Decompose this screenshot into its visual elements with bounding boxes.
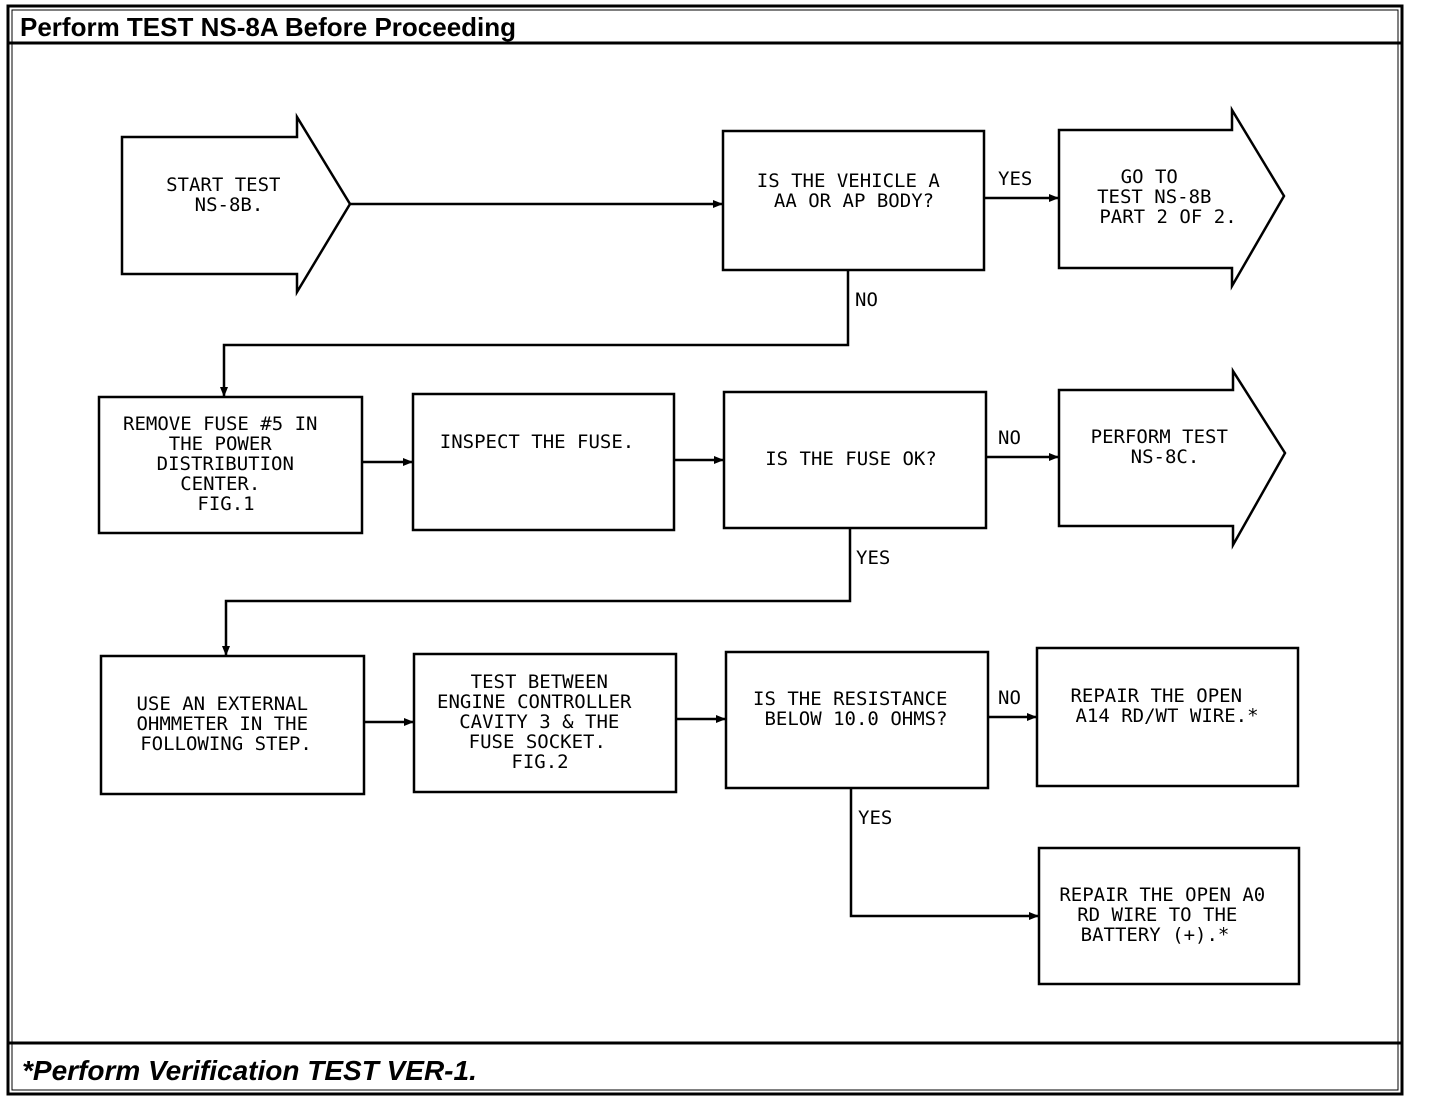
node-test-between: TEST BETWEEN ENGINE CONTROLLER CAVITY 3 …: [412, 652, 678, 794]
edge-q-res-yes: [849, 788, 1039, 920]
edge-label-fuse-yes: YES: [856, 547, 890, 569]
node-q-resistance: IS THE RESISTANCE BELOW 10.0 OHMS?: [724, 650, 990, 790]
node-goto-8b-text: GO TO TEST NS-8B PART 2 OF 2.: [1097, 166, 1237, 228]
node-goto-8b: GO TO TEST NS-8B PART 2 OF 2.: [1057, 105, 1286, 291]
node-q-body-text: IS THE VEHICLE A AA OR AP BODY?: [757, 170, 951, 212]
header-title: Perform TEST NS-8A Before Proceeding: [20, 12, 516, 42]
node-perform-8c-line-1: PERFORM TEST: [1091, 426, 1228, 448]
node-perform-8c-line-2: NS-8C.: [1131, 446, 1200, 468]
node-goto-8b-line-3: PART 2 OF 2.: [1099, 206, 1236, 228]
node-q-fuse-line-1: IS THE FUSE OK?: [765, 448, 937, 470]
node-perform-8c: PERFORM TEST NS-8C.: [1057, 366, 1287, 550]
node-inspect: INSPECT THE FUSE.: [411, 392, 676, 532]
node-start-line-2: NS-8B.: [195, 194, 264, 216]
node-ohmmeter-line-3: FOLLOWING STEP.: [140, 733, 312, 755]
node-test-between-line-5: FIG.2: [511, 751, 568, 773]
node-repair-a14-line-1: REPAIR THE OPEN: [1070, 685, 1242, 707]
node-inspect-text: INSPECT THE FUSE.: [440, 431, 634, 453]
node-repair-a0-text: REPAIR THE OPEN A0 RD WIRE TO THE BATTER…: [1059, 884, 1276, 946]
node-ohmmeter-line-2: OHMMETER IN THE: [136, 713, 308, 735]
edge-label-res-no: NO: [998, 687, 1021, 709]
edge-q-fuse-yes: [222, 528, 852, 656]
node-q-resistance-line-2: BELOW 10.0 OHMS?: [764, 708, 947, 730]
node-goto-8b-line-2: TEST NS-8B: [1097, 186, 1211, 208]
node-test-between-line-2: ENGINE CONTROLLER: [437, 691, 632, 713]
node-inspect-line-1: INSPECT THE FUSE.: [440, 431, 634, 453]
node-remove-fuse: REMOVE FUSE #5 IN THE POWER DISTRIBUTION…: [97, 395, 364, 535]
outer-border-inner: [11, 9, 1399, 1091]
node-q-fuse: IS THE FUSE OK?: [722, 390, 988, 530]
node-start: START TEST NS-8B.: [120, 112, 352, 297]
node-start-text: START TEST NS-8B.: [166, 174, 292, 216]
footer-note: *Perform Verification TEST VER-1.: [22, 1055, 477, 1086]
edge-label-res-yes: YES: [858, 807, 892, 829]
node-repair-a0-line-1: REPAIR THE OPEN A0: [1059, 884, 1265, 906]
node-repair-a14: REPAIR THE OPEN A14 RD/WT WIRE.*: [1035, 646, 1300, 788]
node-repair-a0: REPAIR THE OPEN A0 RD WIRE TO THE BATTER…: [1037, 846, 1301, 986]
node-q-fuse-text: IS THE FUSE OK?: [765, 448, 937, 470]
node-remove-fuse-line-1: REMOVE FUSE #5 IN: [123, 413, 317, 435]
node-remove-fuse-text: REMOVE FUSE #5 IN THE POWER DISTRIBUTION…: [123, 413, 329, 515]
node-remove-fuse-line-3: DISTRIBUTION: [157, 453, 294, 475]
edge-q-body-no: [220, 270, 850, 397]
edge-label-body-yes: YES: [998, 168, 1032, 190]
node-q-resistance-text: IS THE RESISTANCE BELOW 10.0 OHMS?: [753, 688, 959, 730]
node-ohmmeter-line-1: USE AN EXTERNAL: [136, 693, 308, 715]
node-remove-fuse-line-4: CENTER.: [180, 473, 260, 495]
node-q-resistance-line-1: IS THE RESISTANCE: [753, 688, 947, 710]
node-q-body: IS THE VEHICLE A AA OR AP BODY?: [721, 129, 986, 272]
outer-border: [6, 4, 1404, 1096]
node-repair-a0-line-2: RD WIRE TO THE: [1077, 904, 1237, 926]
node-test-between-line-4: FUSE SOCKET.: [469, 731, 606, 753]
node-repair-a14-line-2: A14 RD/WT WIRE.*: [1075, 705, 1258, 727]
node-start-line-1: START TEST: [166, 174, 280, 196]
edge-label-fuse-no: NO: [998, 427, 1021, 449]
edge-label-body-no: NO: [855, 289, 878, 311]
node-test-between-text: TEST BETWEEN ENGINE CONTROLLER CAVITY 3 …: [437, 671, 643, 773]
node-repair-a14-text: REPAIR THE OPEN A14 RD/WT WIRE.*: [1070, 685, 1258, 727]
node-goto-8b-line-1: GO TO: [1121, 166, 1178, 188]
node-q-body-line-2: AA OR AP BODY?: [774, 190, 934, 212]
node-ohmmeter-text: USE AN EXTERNAL OHMMETER IN THE FOLLOWIN…: [136, 693, 319, 755]
node-perform-8c-text: PERFORM TEST NS-8C.: [1091, 426, 1240, 468]
node-remove-fuse-line-2: THE POWER: [169, 433, 273, 455]
node-test-between-line-1: TEST BETWEEN: [471, 671, 608, 693]
node-remove-fuse-line-5: FIG.1: [197, 493, 254, 515]
node-test-between-line-3: CAVITY 3 & THE: [459, 711, 619, 733]
node-ohmmeter: USE AN EXTERNAL OHMMETER IN THE FOLLOWIN…: [99, 654, 366, 796]
node-repair-a0-line-3: BATTERY (+).*: [1081, 924, 1230, 946]
node-q-body-line-1: IS THE VEHICLE A: [757, 170, 941, 192]
